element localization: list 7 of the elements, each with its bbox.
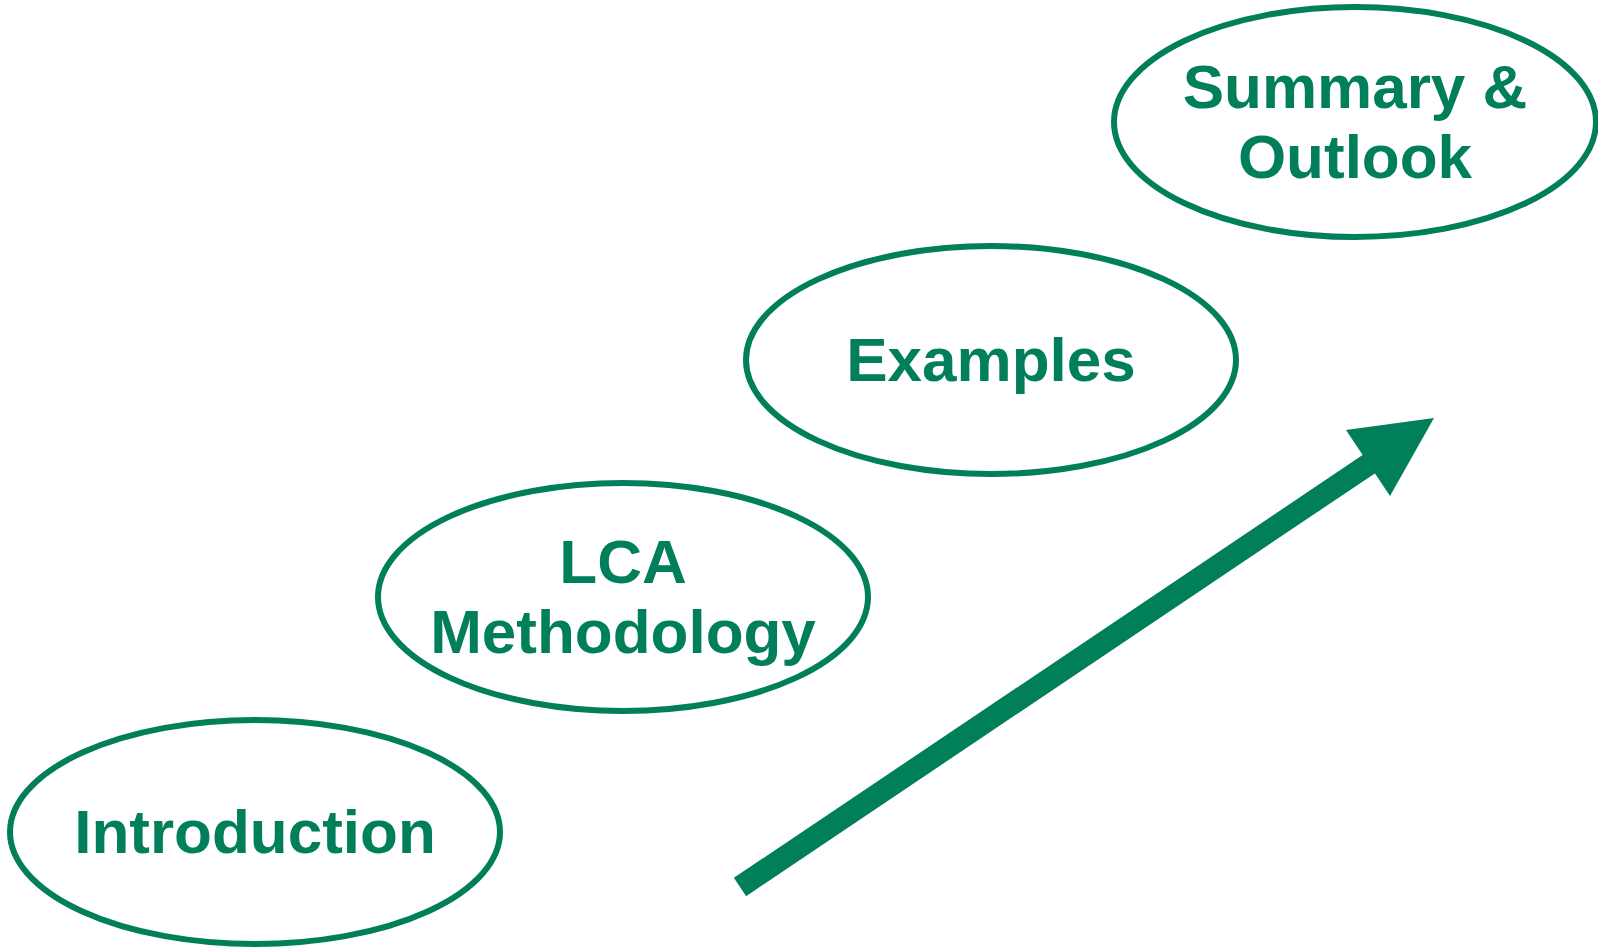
topic-label: Examples xyxy=(845,325,1137,395)
topic-ellipse xyxy=(742,242,1240,478)
topic-label: Summary & Outlook xyxy=(1181,52,1529,192)
topic-ellipse xyxy=(374,479,872,715)
topic-label: LCA Methodology xyxy=(429,527,817,667)
topic-label: Introduction xyxy=(73,797,437,867)
topic-ellipse xyxy=(6,716,504,948)
